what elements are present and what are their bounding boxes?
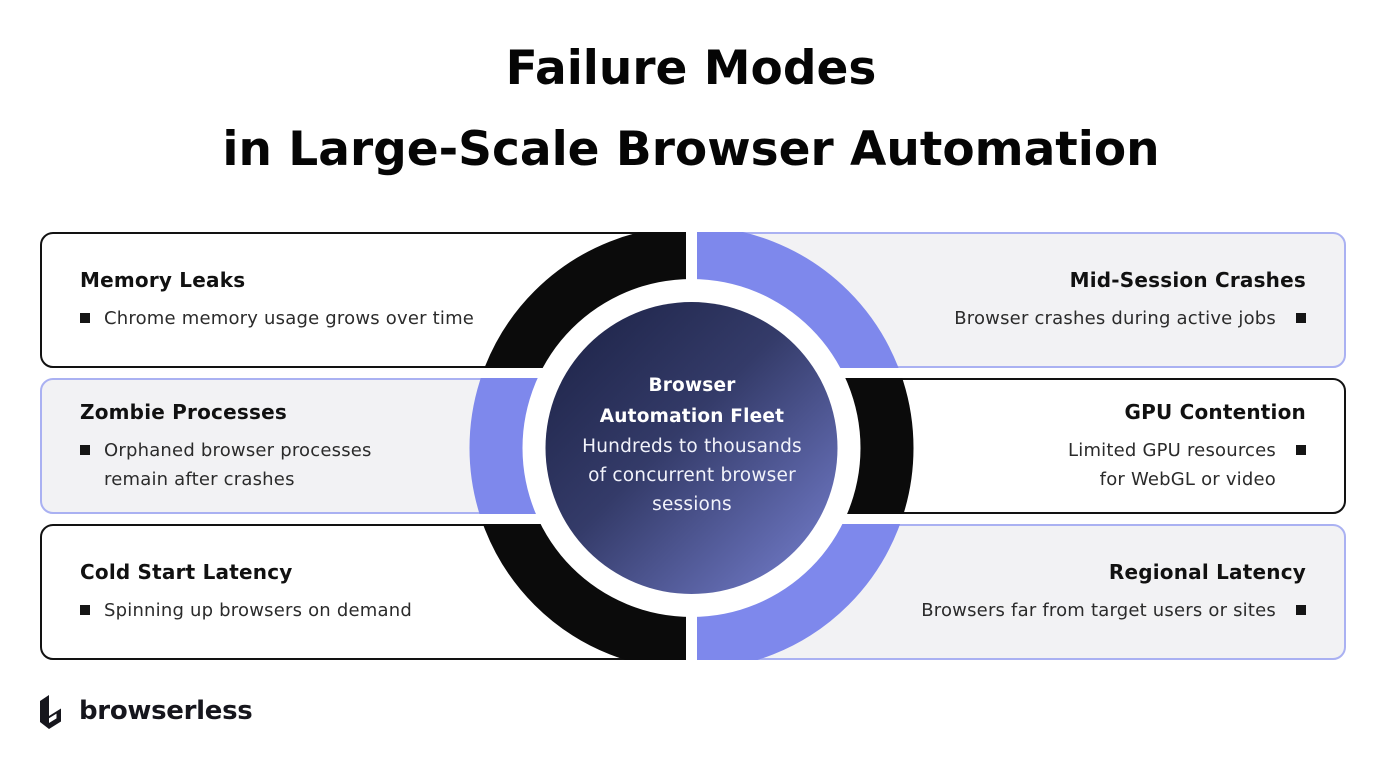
bullet-square-icon <box>1296 605 1306 615</box>
fleet-subtitle-line: Hundreds to thousands <box>582 436 802 457</box>
bullet-text: Orphaned browser processes remain after … <box>104 439 372 490</box>
box-title: Zombie Processes <box>80 399 287 424</box>
page-title-line1: Failure Modes <box>505 41 877 96</box>
failure-box-cold-start-latency: Cold Start Latency Spinning up browsers … <box>40 524 686 660</box>
bullet-text: Browsers far from target users or sites <box>921 600 1276 621</box>
page-title: Failure Modes in Large-Scale Browser Aut… <box>0 28 1382 190</box>
bullet-square-icon <box>80 605 90 615</box>
bullet-text: Chrome memory usage grows over time <box>104 308 475 329</box>
bullet-square-icon <box>80 313 90 323</box>
box-title: Cold Start Latency <box>80 560 293 584</box>
browserless-logo: browserless <box>34 690 253 732</box>
bullet-row: Orphaned browser processes remain after … <box>80 436 372 494</box>
bullet-square-icon <box>80 444 90 455</box>
bullet-text: Limited GPU resources for WebGL or video <box>1068 439 1276 490</box>
bullet-square-icon <box>1296 313 1306 323</box>
fleet-subtitle-line: of concurrent browser <box>588 465 796 486</box>
bullet-text: Spinning up browsers on demand <box>104 600 412 621</box>
fleet-center-label: Browser Automation Fleet Hundreds to tho… <box>556 370 828 519</box>
fleet-title-line: Browser <box>648 375 736 396</box>
box-title: Mid-Session Crashes <box>1069 268 1306 292</box>
bullet-square-icon <box>1296 444 1306 455</box>
failure-box-memory-leaks: Memory Leaks Chrome memory usage grows o… <box>40 232 686 368</box>
bullet-text: Browser crashes during active jobs <box>954 308 1276 329</box>
fleet-subtitle-line: sessions <box>652 494 732 515</box>
fleet-title-line: Automation Fleet <box>599 406 785 427</box>
failure-box-regional-latency: Regional Latency Browsers far from targe… <box>696 524 1346 660</box>
failure-box-mid-session-crashes: Mid-Session Crashes Browser crashes duri… <box>696 232 1346 368</box>
bullet-row: Browsers far from target users or sites <box>921 596 1306 625</box>
browserless-logo-text: browserless <box>79 696 253 726</box>
bullet-row: Spinning up browsers on demand <box>80 596 412 625</box>
bullet-row: Browser crashes during active jobs <box>954 304 1306 333</box>
page-title-line2: in Large-Scale Browser Automation <box>222 122 1160 177</box>
box-title: GPU Contention <box>1124 399 1306 424</box>
browserless-logo-icon <box>40 695 61 729</box>
box-title: Regional Latency <box>1108 560 1306 584</box>
bullet-row: Chrome memory usage grows over time <box>80 304 474 333</box>
bullet-row: Limited GPU resources for WebGL or video <box>1068 436 1306 494</box>
box-title: Memory Leaks <box>80 268 246 292</box>
